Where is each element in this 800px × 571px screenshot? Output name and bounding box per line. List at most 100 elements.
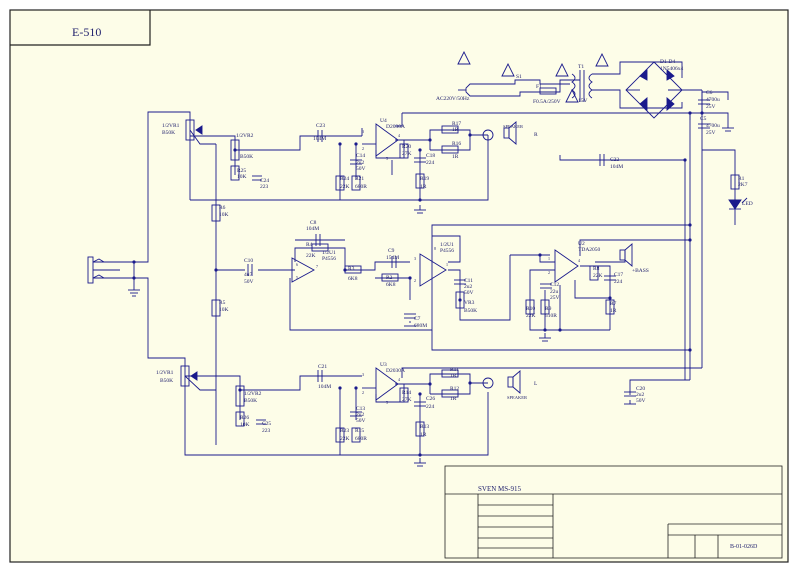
c22-capacitor [599, 154, 605, 166]
c23-capacitor [317, 130, 323, 142]
label-res-r4v: 22K [306, 253, 316, 259]
label-caps-c5v: 4700u [706, 123, 720, 129]
label-pins-p4: 4 [398, 377, 400, 382]
label-caps-c18: C18 [426, 153, 435, 159]
label-caps-c11v: 2u2 [464, 284, 473, 290]
title-text: E-510 [72, 25, 101, 39]
drawing-border [9, 9, 789, 563]
r19-resistor [415, 173, 425, 189]
drawing-number: B-01-026D [730, 544, 758, 550]
label-caps-c14: C14 [356, 153, 365, 159]
label-res-r7v: 1R [610, 308, 617, 314]
label-res-r9: R9 [545, 306, 552, 312]
label-caps-c17v: 224 [614, 279, 623, 285]
label-res-r6: R6 [219, 205, 226, 211]
label-res-r23: R23 [340, 428, 349, 434]
r14-resistor [399, 387, 409, 403]
c13-capacitor [350, 411, 362, 417]
c5-capacitor [698, 123, 710, 129]
label-res-r15: R15 [355, 428, 364, 434]
c26-capacitor [414, 401, 426, 407]
label-caps-c10: C10 [244, 258, 253, 264]
vr2b-pot [235, 385, 245, 407]
label-caps-c12r: 25V [550, 295, 560, 301]
transformer-icon [571, 70, 593, 102]
label-res-r2v: 6K8 [386, 282, 396, 288]
c12-capacitor [540, 283, 552, 289]
vr2a-pot [230, 139, 240, 161]
label-ics-u3p: D2030A [386, 368, 405, 374]
label-pins-p3: 3 [414, 256, 416, 261]
label-pots-vr1b_v: B50K [160, 378, 173, 384]
r8-resistor [589, 265, 599, 281]
labels: AC220V/50Hz S1 F1 F0.5A/250V T1 15V D1-D… [156, 59, 753, 442]
label-outputs-bass: +BASS [632, 268, 649, 274]
label-res-r17v: 1R [452, 127, 459, 133]
label-res-r9v: 510R [545, 313, 557, 319]
r23-resistor [335, 427, 345, 443]
label-caps-c5: C5 [700, 116, 707, 122]
grounds [404, 125, 734, 467]
label-caps-c14v: 2u2 [356, 160, 365, 166]
label-caps-c20: C20 [636, 386, 645, 392]
label-caps-c23: C23 [316, 123, 325, 129]
label-res-r21v: 680R [355, 184, 367, 190]
label-pins-p4: 4 [398, 133, 400, 138]
r26-resistor [235, 411, 245, 427]
label-caps-c22v: 104M [610, 164, 623, 170]
label-res-r8: R8 [593, 266, 600, 272]
components [87, 50, 748, 467]
label-caps-c8v: 104M [306, 226, 319, 232]
speaker-r-terminal [482, 129, 494, 141]
label-caps-c26v: 224 [426, 404, 435, 410]
title-box: E-510 [10, 10, 151, 46]
label-res-r17: R17 [452, 121, 461, 127]
fuse-f1 [539, 87, 557, 95]
label-res-r20v: 27K [402, 151, 412, 157]
r1-resistor [730, 174, 740, 190]
model-label: SVEN MS-915 [478, 485, 521, 493]
c17-capacitor [604, 275, 616, 281]
label-caps-c6: C6 [706, 90, 713, 96]
label-caps-c14r: 50V [356, 166, 366, 172]
label-ics-u1a: 1/2U1 [322, 250, 336, 256]
junction-dots [132, 111, 704, 457]
label-caps-c12v: 22u [550, 289, 559, 295]
r10-resistor [525, 299, 535, 315]
subwoofer-icon [619, 243, 633, 267]
label-res-r13v: 1R [420, 432, 427, 438]
label-power-input: AC220V/50Hz [436, 96, 470, 102]
label-caps-c8: C8 [310, 220, 317, 226]
c20-capacitor [624, 391, 636, 397]
label-caps-c23v: 104M [313, 136, 326, 142]
label-res-r26v: 10K [240, 422, 250, 428]
label-caps-c6v: 4700u [706, 97, 720, 103]
label-pins-p2: 2 [362, 146, 364, 151]
input-jack [87, 256, 140, 297]
label-res-r11: R11 [450, 367, 459, 373]
label-outputs-sp_l_lbl: SPEAKER [507, 395, 527, 400]
label-power-transformer: T1 [578, 64, 584, 70]
label-caps-c5r: 25V [706, 130, 716, 136]
label-caps-c21v: 104M [318, 384, 331, 390]
r6-resistor [211, 204, 221, 222]
label-pots-vr2b_v: B50K [244, 398, 257, 404]
warning-icons [457, 50, 609, 103]
label-pins-p2: 2 [362, 390, 364, 395]
u4-amplifier [375, 123, 399, 157]
label-pots-vr1b: 1/2VR1 [156, 370, 174, 376]
label-pots-vr2a: 1/2VR2 [236, 133, 254, 139]
label-caps-c20r: 50V [636, 398, 646, 404]
label-pins-p5: 5 [386, 400, 388, 405]
label-pins-p4: 4 [578, 258, 580, 263]
speaker-r-icon [503, 121, 517, 145]
vr1a-pot [185, 119, 195, 141]
label-outputs-sp_r_lbl: SPEAKER [503, 124, 523, 129]
vr1a-wiper [195, 125, 203, 135]
label-pots-vr3_v: B50K [464, 308, 477, 314]
bridge-rectifier [625, 61, 683, 119]
label-caps-c7: C7 [414, 316, 421, 322]
c9-capacitor [391, 256, 397, 268]
label-pins-p5: 5 [386, 156, 388, 161]
label-res-r25v: 10K [237, 174, 247, 180]
